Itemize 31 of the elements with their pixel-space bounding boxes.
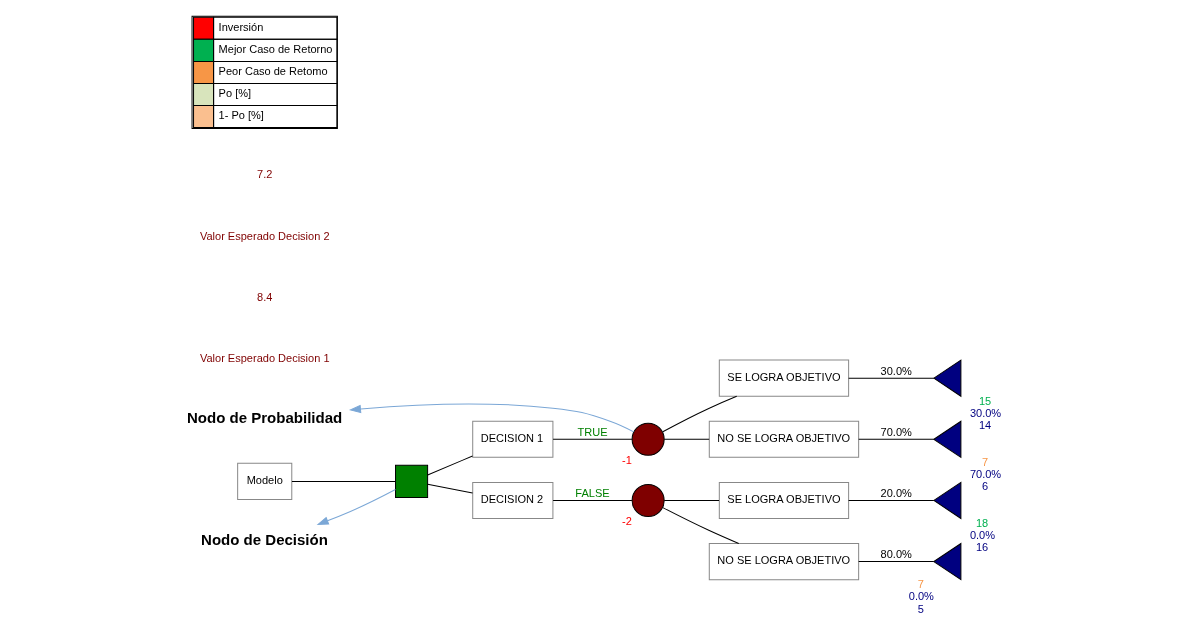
legend-label: Peor Caso de Retomo xyxy=(218,65,328,78)
node-label: -1 xyxy=(622,454,632,467)
legend-label: Po [%] xyxy=(218,87,252,100)
node-label: 5 xyxy=(917,602,924,615)
node-text: Nodo de Decisión xyxy=(201,531,328,549)
node-label: 0.0% xyxy=(908,590,934,603)
node-label: 6 xyxy=(981,480,989,493)
node-label: 18 xyxy=(975,517,989,530)
edge-label: 30.0% xyxy=(880,364,912,377)
edge-label: FALSE xyxy=(575,487,610,500)
node-text: Nodo de Probabilidad xyxy=(187,408,343,426)
edge-label: 70.0% xyxy=(880,426,912,439)
node-label: 70.0% xyxy=(969,468,1002,481)
legend-label: Mejor Caso de Retorno xyxy=(218,43,333,56)
legend-label: 1- Po [%] xyxy=(218,109,264,122)
node-label: 30.0% xyxy=(969,407,1002,420)
node-label: -2 xyxy=(622,515,632,528)
label: 7.2 xyxy=(257,168,273,181)
edge-label: 80.0% xyxy=(880,548,912,561)
legend-label: Inversión xyxy=(218,21,264,34)
node-label: 0.0% xyxy=(969,529,996,542)
edge-label: 20.0% xyxy=(880,487,912,500)
label: Valor Esperado Decision 1 xyxy=(199,351,330,364)
node-label: 16 xyxy=(975,541,989,554)
label: 8.4 xyxy=(257,290,273,303)
edge-label: TRUE xyxy=(577,426,608,439)
node-label: 7 xyxy=(981,456,989,469)
label: Valor Esperado Decision 2 xyxy=(199,229,330,242)
node-label: 14 xyxy=(978,419,992,432)
node-label: 15 xyxy=(978,395,992,408)
node-label: 7 xyxy=(917,578,924,591)
